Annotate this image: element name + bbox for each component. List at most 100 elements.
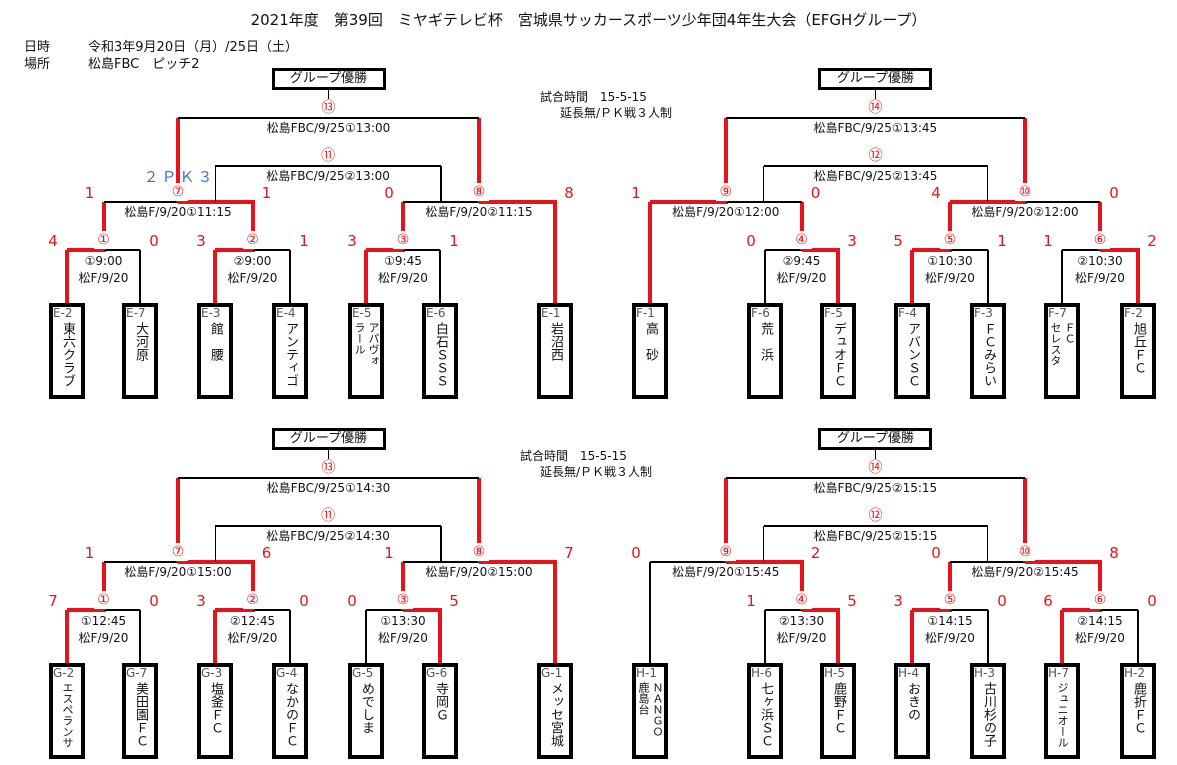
team-code: H-5 bbox=[824, 666, 845, 680]
bracket-line bbox=[103, 561, 178, 563]
bracket-line bbox=[987, 610, 989, 663]
bracket-line bbox=[986, 166, 989, 202]
bracket-line bbox=[950, 609, 988, 611]
team-code: E-6 bbox=[426, 306, 446, 320]
bracket-line bbox=[403, 608, 442, 612]
score-left: 1 bbox=[746, 592, 756, 610]
bracket-line bbox=[215, 525, 441, 527]
match-time: ①13:30 bbox=[380, 614, 426, 628]
score-left: 1 bbox=[631, 184, 641, 202]
team-name: アバンＳＣ bbox=[905, 322, 920, 387]
bracket-line bbox=[765, 249, 802, 251]
bracket-line bbox=[178, 117, 479, 119]
bracket-line bbox=[801, 248, 840, 252]
bracket-line bbox=[723, 478, 728, 562]
match-number: ⑤ bbox=[940, 231, 960, 249]
bracket-line bbox=[836, 610, 840, 663]
match-venue: 松F/9/20 bbox=[378, 631, 428, 645]
bracket-line bbox=[178, 560, 255, 564]
match-venue: 松F/9/20 bbox=[1075, 271, 1125, 285]
team-name: 旭丘ＦＣ bbox=[1131, 322, 1146, 374]
bracket-line bbox=[176, 478, 180, 562]
bracket-line bbox=[178, 477, 479, 479]
team-name: めでしま bbox=[359, 682, 374, 734]
team-name: ＮＡＮＧＯ 鹿島台 bbox=[637, 682, 664, 737]
match-rule-pk: 延長無/ＰＫ戦３人制 bbox=[560, 106, 673, 120]
match-time: ②10:30 bbox=[1077, 254, 1123, 268]
score-left: 3 bbox=[196, 232, 206, 250]
bracket-line bbox=[213, 250, 217, 303]
bracket-line bbox=[1025, 201, 1100, 203]
match-time: ①14:15 bbox=[927, 614, 973, 628]
bracket-line bbox=[1098, 202, 1102, 250]
match-time: ②14:15 bbox=[1077, 614, 1123, 628]
score-left: 1 bbox=[384, 544, 394, 562]
bracket-line bbox=[987, 250, 989, 303]
bracket-line bbox=[1100, 248, 1140, 252]
team-code: G-2 bbox=[53, 666, 75, 680]
bracket-line bbox=[440, 526, 442, 562]
team-code: F-2 bbox=[1124, 306, 1143, 320]
bracket-line bbox=[67, 248, 106, 252]
team-name: 鹿折ＦＣ bbox=[1131, 682, 1146, 734]
bracket-line bbox=[479, 560, 557, 564]
score-right: 3 bbox=[847, 232, 857, 250]
match-date: 松島F/9/20①11:15 bbox=[124, 205, 232, 219]
match-number: ⑤ bbox=[940, 591, 960, 609]
bracket-line bbox=[1025, 560, 1102, 564]
bracket-line bbox=[1023, 118, 1027, 202]
team-code: E-5 bbox=[352, 306, 372, 320]
bracket-line bbox=[950, 561, 1025, 563]
bracket-line bbox=[214, 166, 216, 202]
bracket-line bbox=[215, 248, 255, 252]
bracket-line bbox=[723, 118, 728, 202]
team-code: H-4 bbox=[898, 666, 919, 680]
match-venue: 松F/9/20 bbox=[378, 271, 428, 285]
bracket-line bbox=[289, 610, 291, 663]
bracket-line bbox=[67, 608, 106, 612]
match-number: ⑧ bbox=[469, 183, 489, 201]
team-code: F-3 bbox=[974, 306, 993, 320]
team-code: E-2 bbox=[53, 306, 73, 320]
match-time: ②13:30 bbox=[778, 614, 825, 628]
bracket-line bbox=[1137, 610, 1139, 663]
match-time: ①9:00 bbox=[84, 254, 123, 268]
score-right: 8 bbox=[1109, 544, 1119, 562]
match-time: ②9:00 bbox=[233, 254, 272, 268]
bracket-line bbox=[553, 202, 557, 303]
bracket-line bbox=[139, 250, 141, 303]
bracket-line bbox=[725, 201, 802, 203]
bracket-line bbox=[401, 202, 405, 250]
score-right: 0 bbox=[810, 184, 821, 202]
third-place-date: 松島FBC/9/25②13:45 bbox=[813, 169, 938, 183]
bracket-line bbox=[950, 200, 1027, 204]
match-venue: 松F/9/20 bbox=[1075, 631, 1125, 645]
team-name: 七ヶ浜ＳＣ bbox=[758, 682, 773, 747]
bracket-line bbox=[403, 561, 479, 563]
bracket-line bbox=[214, 526, 216, 562]
bracket-line bbox=[477, 118, 481, 202]
bracket-line bbox=[1023, 478, 1027, 562]
match-time: ①9:45 bbox=[384, 254, 422, 268]
score-left: 7 bbox=[48, 592, 58, 610]
score-right: 2 bbox=[810, 544, 821, 562]
page-title: 2021年度 第39回 ミヤギテレビ杯 宮城県サッカースポーツ少年団4年生大会（… bbox=[250, 11, 927, 29]
bracket-line bbox=[836, 250, 840, 303]
bracket-line bbox=[910, 250, 914, 303]
third-place-number: ⑪ bbox=[318, 507, 339, 525]
score-right: 6 bbox=[261, 544, 272, 562]
team-name: おきの bbox=[905, 682, 920, 721]
team-name: 高 砂 bbox=[643, 322, 658, 361]
date-value: 令和3年9月20日（月）/25日（土） bbox=[88, 40, 299, 55]
bracket-line bbox=[762, 526, 765, 562]
bracket-line bbox=[65, 610, 69, 663]
team-name: ジュニオール bbox=[1056, 682, 1069, 748]
team-code: F-1 bbox=[636, 306, 655, 320]
score-left: 4 bbox=[48, 232, 58, 250]
